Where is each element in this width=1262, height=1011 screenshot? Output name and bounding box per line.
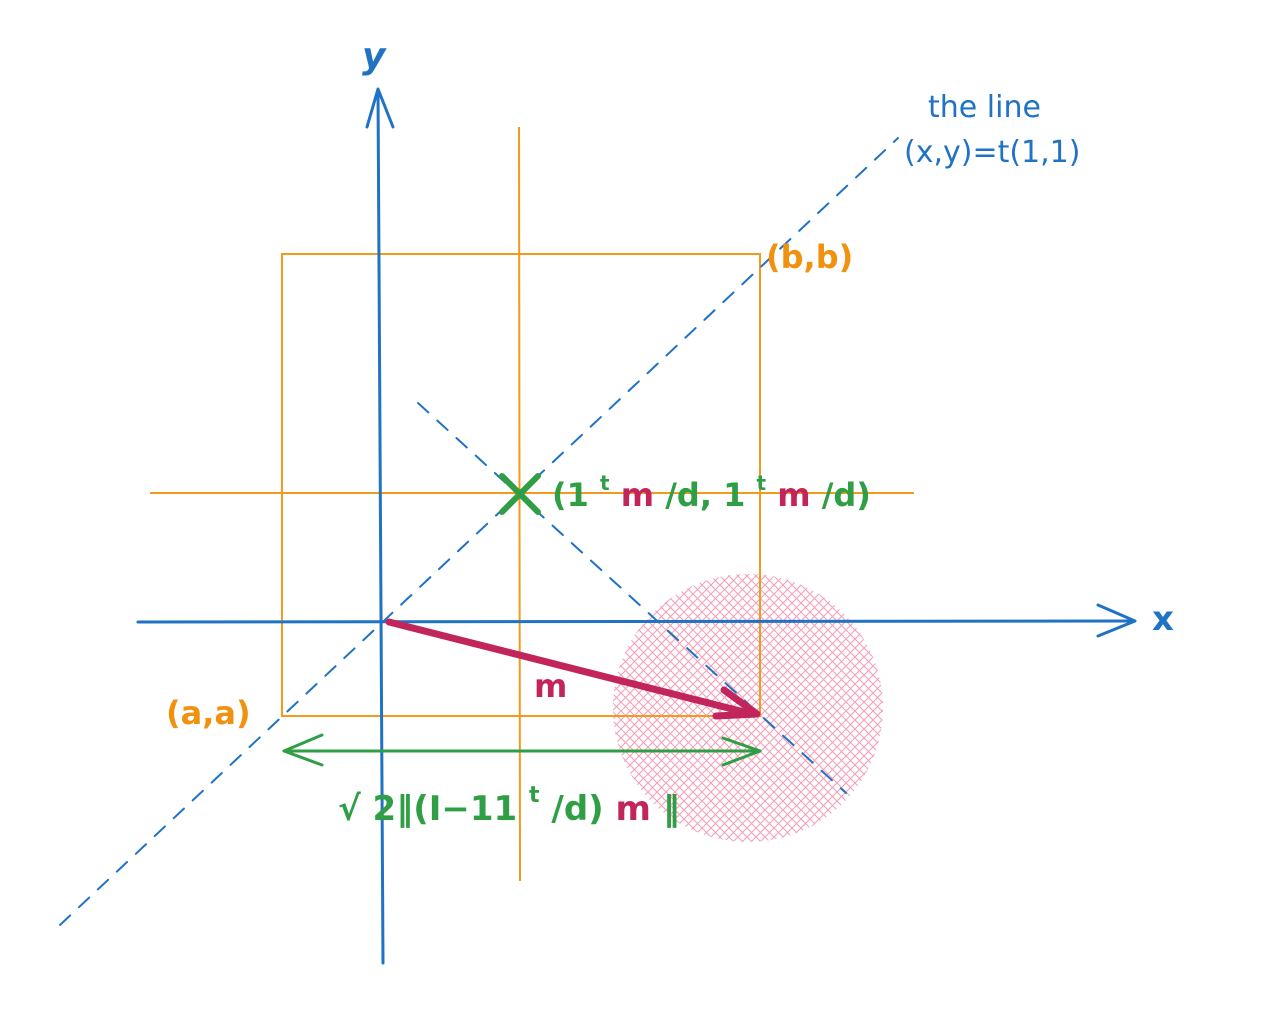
x-axis — [136, 603, 1137, 638]
line-annotation-equation: (x,y)=t(1,1) — [904, 135, 1080, 170]
y-axis-label: y — [362, 36, 387, 77]
distance-arrow — [282, 733, 762, 767]
corner-label-a-a: (a,a) — [166, 694, 251, 732]
x-axis-label: x — [1152, 599, 1174, 639]
distance-arrow-left-head-icon — [282, 733, 324, 767]
diagonal-dashed-line — [59, 137, 899, 926]
vector-m — [385, 618, 761, 720]
distance-formula: √ 2‖(I−11 t /d) m ‖ — [338, 771, 680, 829]
perpendicular-dashed-line — [417, 402, 847, 794]
line-annotation-title: the line — [928, 90, 1041, 125]
y-axis — [365, 87, 395, 965]
x-axis-arrowhead-icon — [1096, 603, 1137, 638]
corner-label-b-b: (b,b) — [766, 238, 853, 276]
distance-arrow-right-head-icon — [721, 736, 762, 767]
vector-m-arrowhead-icon — [712, 686, 761, 720]
vector-m-label: m — [534, 667, 567, 705]
y-axis-arrowhead-icon — [365, 87, 395, 129]
center-point-marker-icon — [499, 473, 541, 515]
sqrt-symbol: √ — [338, 789, 361, 829]
center-point-label: (1 t m /d, 1 t m /d) — [552, 460, 871, 514]
orange-vertical-line — [518, 126, 521, 882]
box-a-b — [281, 253, 761, 717]
